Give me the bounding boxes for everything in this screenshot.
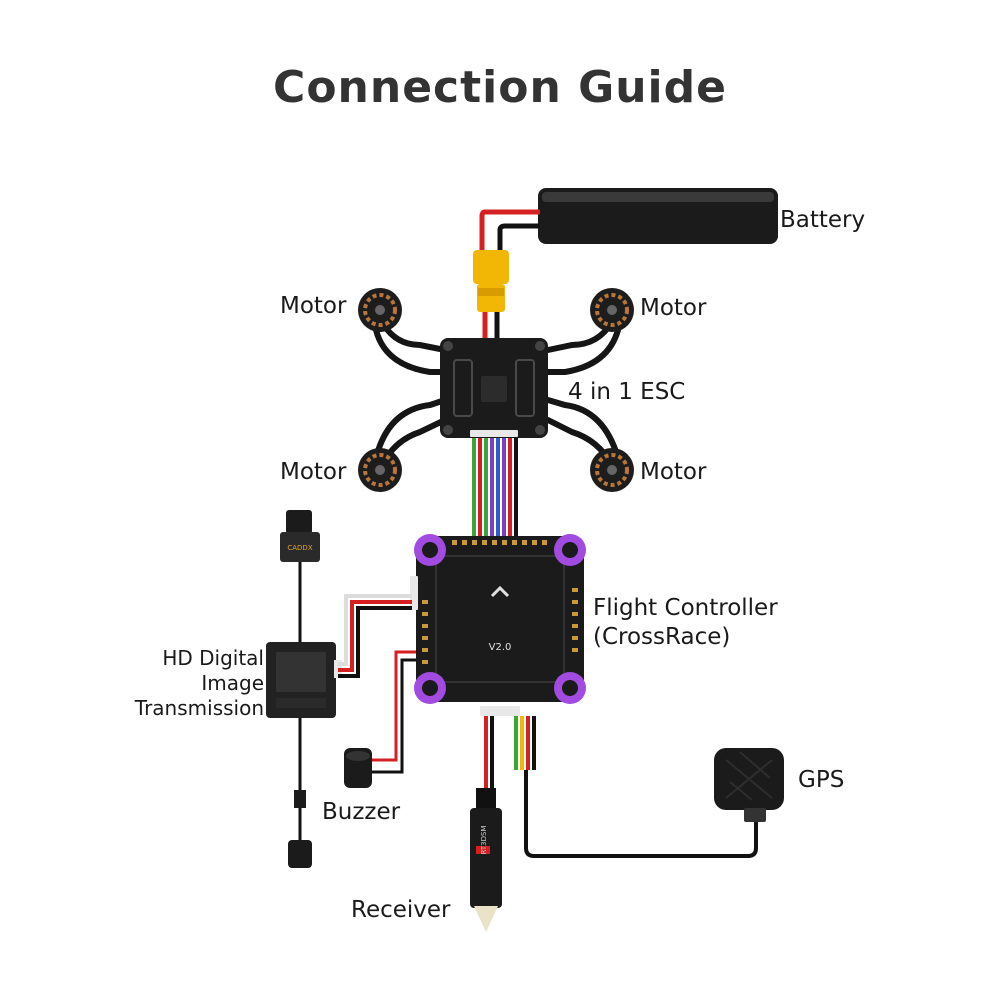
xt60-connector <box>473 250 509 345</box>
gps-fc-wires <box>514 716 758 858</box>
motor-top-right-label: Motor <box>640 295 707 321</box>
motor-icon-top-left <box>358 288 402 332</box>
fc-pads-right <box>572 588 578 652</box>
motor-icon-top-right <box>590 288 634 332</box>
vtx-label: HD Digital Image Transmission <box>110 646 264 721</box>
gps-label: GPS <box>798 767 845 793</box>
battery-wires <box>479 209 540 252</box>
flight-controller-label: Flight Controller (CrossRace) <box>593 594 778 652</box>
esc-board-icon <box>440 338 548 438</box>
receiver-model-text: RT3DSM <box>480 826 488 855</box>
fc-led-mounts <box>414 534 586 704</box>
motor-icon-bottom-left <box>358 448 402 492</box>
buzzer-icon <box>344 748 372 788</box>
vtx-label-line3: Transmission <box>134 696 264 720</box>
buzzer-fc-wires <box>372 650 416 774</box>
receiver-fc-wires <box>484 716 494 790</box>
gps-module-icon <box>714 748 784 822</box>
motor-icon-bottom-right <box>590 448 634 492</box>
flight-controller-label-line1: Flight Controller <box>593 595 778 621</box>
fc-pads-left <box>422 600 428 664</box>
flight-controller-label-line2: (CrossRace) <box>593 623 731 650</box>
motor-bottom-left-label: Motor <box>280 459 347 485</box>
receiver-icon: RT3DSM <box>470 788 502 932</box>
camera-brand-text: CADDX <box>287 544 312 552</box>
vtx-label-line1: HD Digital <box>162 646 264 670</box>
battery-icon <box>538 188 778 244</box>
fc-version-text: V2.0 <box>489 642 512 653</box>
vtx-label-line2: Image <box>201 671 264 695</box>
antenna-icon <box>288 718 312 868</box>
buzzer-label: Buzzer <box>322 799 401 825</box>
flight-controller-icon <box>410 536 584 716</box>
motor-top-left-label: Motor <box>280 293 347 319</box>
page-title: Connection Guide <box>273 62 727 113</box>
camera-icon: CADDX <box>280 510 320 562</box>
fc-pads-top <box>452 540 547 545</box>
battery-label: Battery <box>780 207 866 233</box>
vtx-fc-wires <box>338 594 412 678</box>
receiver-label: Receiver <box>351 897 451 923</box>
motor-bottom-right-label: Motor <box>640 459 707 485</box>
esc-label: 4 in 1 ESC <box>568 379 686 405</box>
esc-fc-wires <box>472 438 518 540</box>
vtx-module-icon <box>266 642 342 718</box>
